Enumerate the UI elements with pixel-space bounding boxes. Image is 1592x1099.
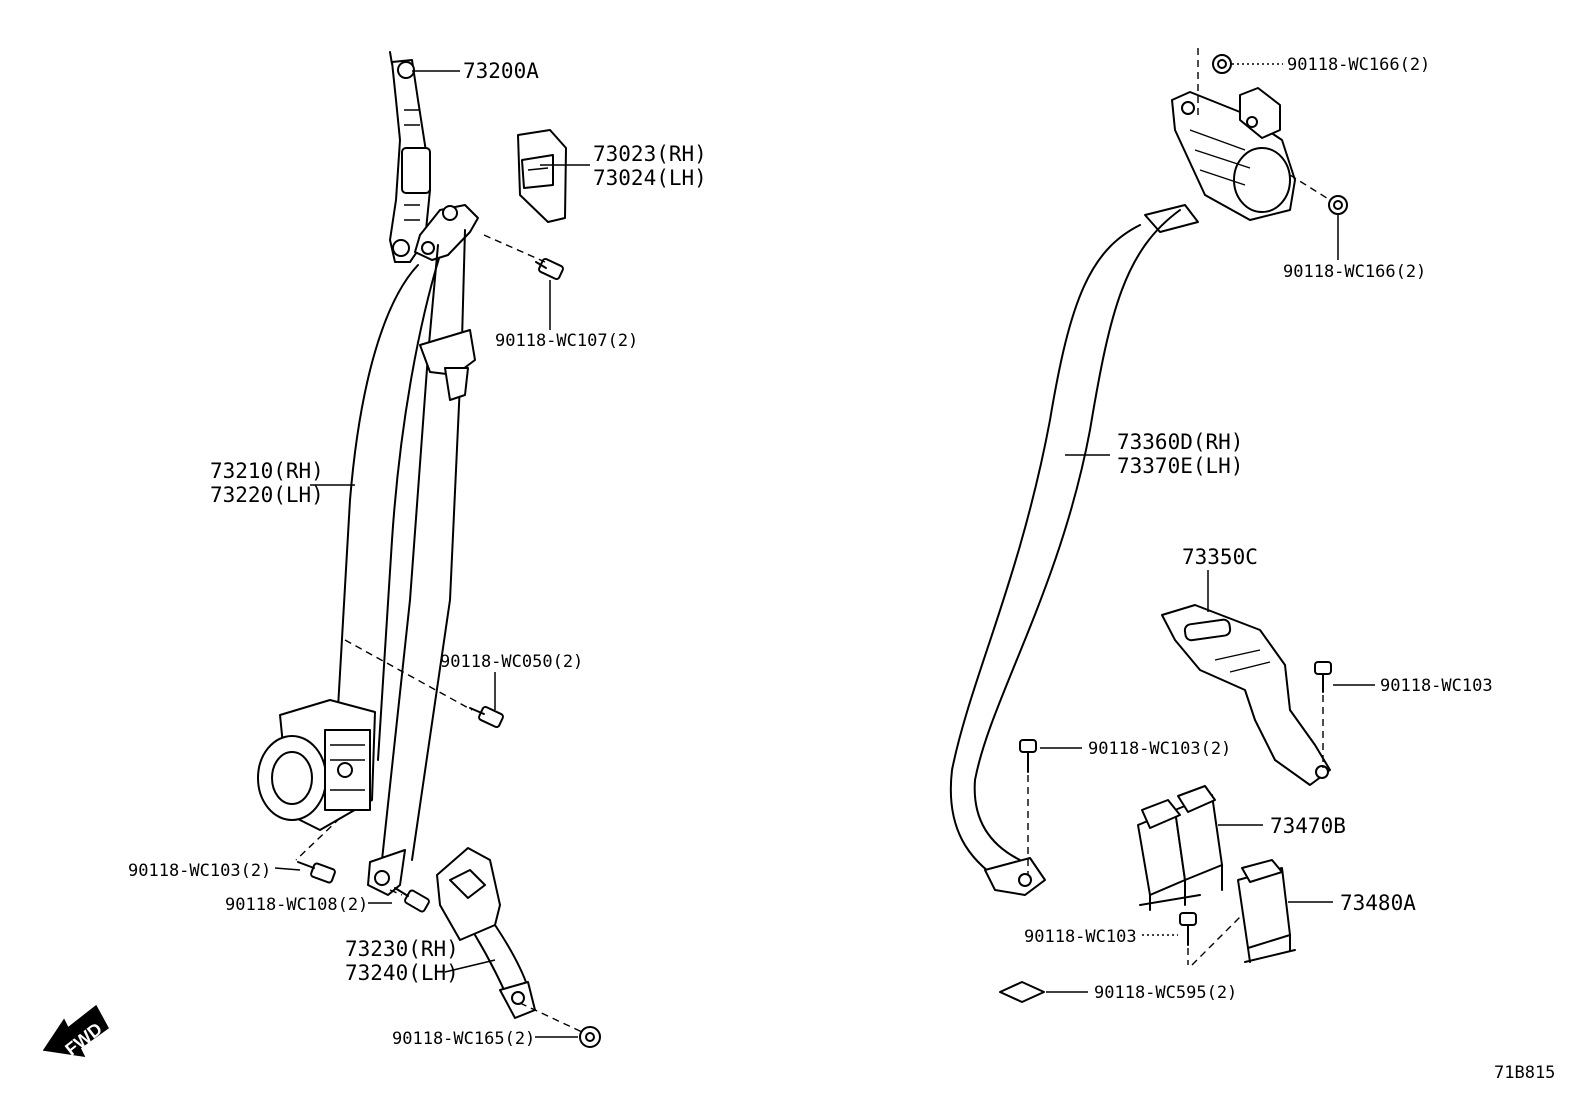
bolt-wc103-2-right: [1019, 739, 1037, 773]
bolt-wc107: [535, 257, 564, 281]
label-73350c: 73350C: [1182, 545, 1258, 569]
label-73470b: 73470B: [1270, 814, 1346, 838]
label-wc103-low: 90118-WC103: [1024, 927, 1137, 947]
bolt-wc103-low: [1179, 912, 1197, 946]
label-73480a: 73480A: [1340, 891, 1416, 915]
label-73240: 73240(LH): [345, 961, 459, 985]
nut-wc166-mid: [1328, 195, 1348, 215]
label-73023: 73023(RH): [593, 142, 707, 166]
bolt-wc103-right: [1314, 661, 1332, 693]
washer-wc595: [999, 981, 1045, 1003]
height-adjuster-rail: [389, 51, 431, 263]
label-wc595: 90118-WC595(2): [1094, 983, 1237, 1003]
front-seat-belt-assembly: [257, 51, 601, 1048]
center-belt-bracket: [1161, 604, 1331, 786]
bolt-wc108: [394, 887, 430, 913]
rear-seat-belt-assembly: [949, 48, 1348, 1003]
label-wc166-top: 90118-WC166(2): [1287, 55, 1430, 75]
label-wc166-mid: 90118-WC166(2): [1283, 262, 1426, 282]
label-wc103-2-left: 90118-WC103(2): [128, 861, 271, 881]
label-73200a: 73200A: [463, 59, 539, 83]
nut-wc165: [579, 1026, 601, 1048]
callout-labels: 73200A 73023(RH) 73024(LH) 90118-WC107(2…: [128, 55, 1493, 1049]
label-73230: 73230(RH): [345, 937, 459, 961]
label-73220: 73220(LH): [210, 483, 324, 507]
shoulder-belt-webbing: [334, 204, 479, 896]
label-wc107: 90118-WC107(2): [495, 331, 638, 351]
bolt-wc050: [469, 705, 504, 729]
rear-retractor: [1144, 87, 1296, 233]
label-73024: 73024(LH): [593, 166, 707, 190]
leader-lines: [274, 63, 1375, 1038]
figure-code: 71B815: [1494, 1063, 1555, 1083]
label-wc103-2-right: 90118-WC103(2): [1088, 739, 1231, 759]
label-73210: 73210(RH): [210, 459, 324, 483]
label-wc108: 90118-WC108(2): [225, 895, 368, 915]
label-wc165: 90118-WC165(2): [392, 1029, 535, 1049]
label-73360d: 73360D(RH): [1117, 430, 1243, 454]
label-73370e: 73370E(LH): [1117, 454, 1243, 478]
rear-double-buckle: [1137, 785, 1223, 911]
rear-single-buckle: [1237, 859, 1296, 963]
label-wc103-right: 90118-WC103: [1380, 676, 1493, 696]
nut-wc166-top: [1212, 54, 1232, 74]
bolt-wc103-left: [297, 861, 336, 884]
fwd-arrow-icon: FWD: [42, 1004, 109, 1060]
retractor: [257, 699, 376, 831]
seat-belt-buckle-front: [436, 847, 536, 1019]
label-wc050: 90118-WC050(2): [440, 652, 583, 672]
belt-guide-cover: [517, 129, 567, 223]
rear-belt-webbing: [949, 209, 1181, 896]
